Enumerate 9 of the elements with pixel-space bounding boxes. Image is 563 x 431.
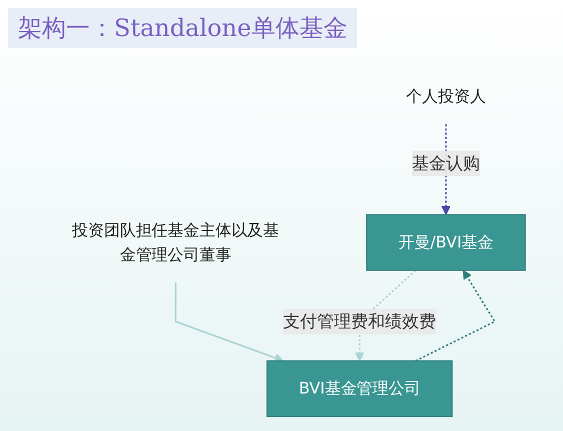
node-box: BVI基金管理公司 [266, 360, 453, 418]
arrow [415, 270, 496, 362]
node-text: 投资团队担任基金主体以及基金管理公司董事 [72, 220, 280, 264]
arrow [174, 282, 284, 362]
node-box: 开曼/BVI基金 [366, 214, 526, 271]
edge-label: 基金认购 [412, 152, 480, 173]
title: 架构一：Standalone单体基金 [8, 8, 358, 48]
node-text: 个人投资人 [406, 86, 486, 106]
edge-label: 支付管理费和绩效费 [283, 310, 436, 332]
